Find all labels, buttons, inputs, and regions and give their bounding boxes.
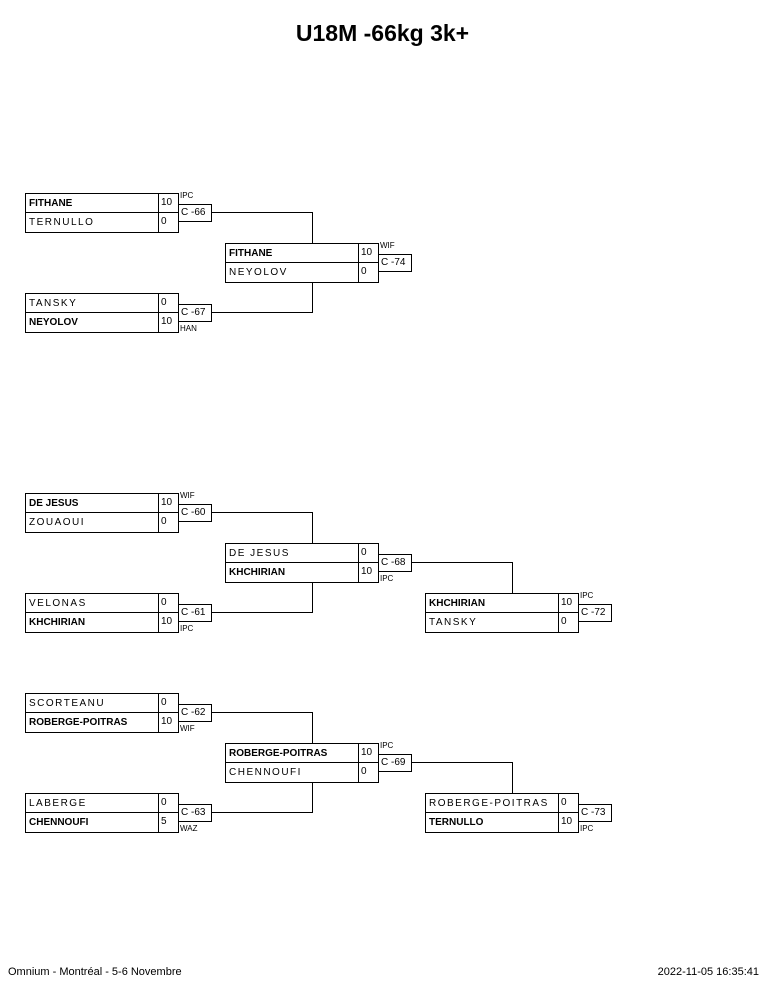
- bracket-connector: [512, 762, 513, 793]
- competitor-score: 10: [558, 594, 578, 613]
- contest-number: C -72: [578, 604, 612, 622]
- contest-number: C -60: [178, 504, 212, 522]
- bracket-connector: [212, 612, 312, 613]
- match-m7: KHCHIRIAN 10 TANSKY 0: [425, 593, 579, 633]
- competitor-name: DE JESUS: [29, 498, 79, 509]
- competitor-name: ROBERGE-POITRAS: [29, 717, 128, 728]
- technique-label: IPC: [180, 624, 194, 633]
- competitor-name: LABERGE: [29, 798, 87, 809]
- contest-number: C -74: [378, 254, 412, 272]
- competitor-name: FITHANE: [29, 198, 73, 209]
- competitor-score: 10: [558, 813, 578, 832]
- technique-label: IPC: [580, 591, 594, 600]
- bracket-connector: [312, 783, 313, 813]
- bracket-connector: [212, 212, 312, 213]
- print-timestamp: 2022-11-05 16:35:41: [657, 966, 759, 978]
- competitor-name: KHCHIRIAN: [429, 598, 486, 609]
- technique-label: WAZ: [180, 824, 198, 833]
- competitor-score: 10: [158, 613, 178, 632]
- competitor-name: ROBERGE-POITRAS: [429, 798, 549, 809]
- competitor-score: 10: [158, 194, 178, 213]
- competitor-score: 0: [158, 594, 178, 613]
- match-m1: FITHANE 10 TERNULLO 0: [25, 193, 179, 233]
- bracket-connector: [312, 512, 313, 543]
- competitor-name: KHCHIRIAN: [229, 567, 286, 578]
- technique-label: WIF: [180, 491, 195, 500]
- match-m11: ROBERGE-POITRAS 0 TERNULLO 10: [425, 793, 579, 833]
- match-m5: VELONAS 0 KHCHIRIAN 10: [25, 593, 179, 633]
- competitor-score: 0: [358, 263, 378, 282]
- competitor-score: 0: [558, 613, 578, 632]
- bracket-title: U18M -66kg 3k+: [295, 20, 470, 46]
- competitor-name: TANSKY: [29, 298, 78, 309]
- technique-label: IPC: [380, 574, 394, 583]
- competitor-name: ZOUAOUI: [29, 517, 86, 528]
- competitor-name: TERNULLO: [429, 817, 484, 828]
- bracket-connector: [312, 712, 313, 743]
- contest-number: C -68: [378, 554, 412, 572]
- competitor-score: 10: [158, 713, 178, 732]
- bracket-connector: [312, 212, 313, 243]
- contest-number: C -66: [178, 204, 212, 222]
- competitor-name: TANSKY: [429, 617, 478, 628]
- match-m9: LABERGE 0 CHENNOUFI 5: [25, 793, 179, 833]
- competitor-score: 0: [158, 213, 178, 232]
- competitor-score: 10: [158, 313, 178, 332]
- bracket-connector: [212, 512, 312, 513]
- competitor-score: 0: [358, 544, 378, 563]
- contest-number: C -62: [178, 704, 212, 722]
- match-m8: SCORTEANU 0 ROBERGE-POITRAS 10: [25, 693, 179, 733]
- bracket-connector: [412, 762, 512, 763]
- bracket-connector: [212, 712, 312, 713]
- competitor-score: 10: [358, 744, 378, 763]
- competitor-score: 5: [158, 813, 178, 832]
- technique-label: IPC: [580, 824, 594, 833]
- match-m4: DE JESUS 10 ZOUAOUI 0: [25, 493, 179, 533]
- technique-label: HAN: [180, 324, 197, 333]
- bracket-connector: [512, 562, 513, 593]
- bracket-connector: [212, 312, 312, 313]
- technique-label: WIF: [380, 241, 395, 250]
- bracket-connector: [212, 812, 312, 813]
- competitor-name: ROBERGE-POITRAS: [229, 748, 328, 759]
- match-m3: FITHANE 10 NEYOLOV 0: [225, 243, 379, 283]
- competitor-score: 0: [158, 294, 178, 313]
- competitor-name: CHENNOUFI: [29, 817, 89, 828]
- contest-number: C -67: [178, 304, 212, 322]
- bracket-connector: [312, 283, 313, 313]
- bracket-connector: [312, 583, 313, 613]
- technique-label: WIF: [180, 724, 195, 733]
- competitor-score: 0: [158, 513, 178, 532]
- competitor-name: CHENNOUFI: [229, 767, 302, 778]
- technique-label: IPC: [380, 741, 394, 750]
- competitor-name: DE JESUS: [229, 548, 290, 559]
- match-m2: TANSKY 0 NEYOLOV 10: [25, 293, 179, 333]
- technique-label: IPC: [180, 191, 194, 200]
- competitor-score: 0: [158, 794, 178, 813]
- competitor-score: 0: [558, 794, 578, 813]
- competitor-name: FITHANE: [229, 248, 273, 259]
- competitor-score: 10: [158, 494, 178, 513]
- competitor-name: NEYOLOV: [29, 317, 78, 328]
- contest-number: C -61: [178, 604, 212, 622]
- competitor-score: 10: [358, 563, 378, 582]
- match-m6: DE JESUS 0 KHCHIRIAN 10: [225, 543, 379, 583]
- competitor-score: 0: [158, 694, 178, 713]
- competitor-name: NEYOLOV: [229, 267, 288, 278]
- bracket-connector: [412, 562, 512, 563]
- competitor-name: VELONAS: [29, 598, 87, 609]
- contest-number: C -69: [378, 754, 412, 772]
- event-name: Omnium - Montréal - 5-6 Novembre: [8, 966, 182, 978]
- match-m10: ROBERGE-POITRAS 10 CHENNOUFI 0: [225, 743, 379, 783]
- competitor-name: KHCHIRIAN: [29, 617, 86, 628]
- contest-number: C -63: [178, 804, 212, 822]
- competitor-name: TERNULLO: [29, 217, 95, 228]
- competitor-score: 10: [358, 244, 378, 263]
- competitor-name: SCORTEANU: [29, 698, 106, 709]
- competitor-score: 0: [358, 763, 378, 782]
- contest-number: C -73: [578, 804, 612, 822]
